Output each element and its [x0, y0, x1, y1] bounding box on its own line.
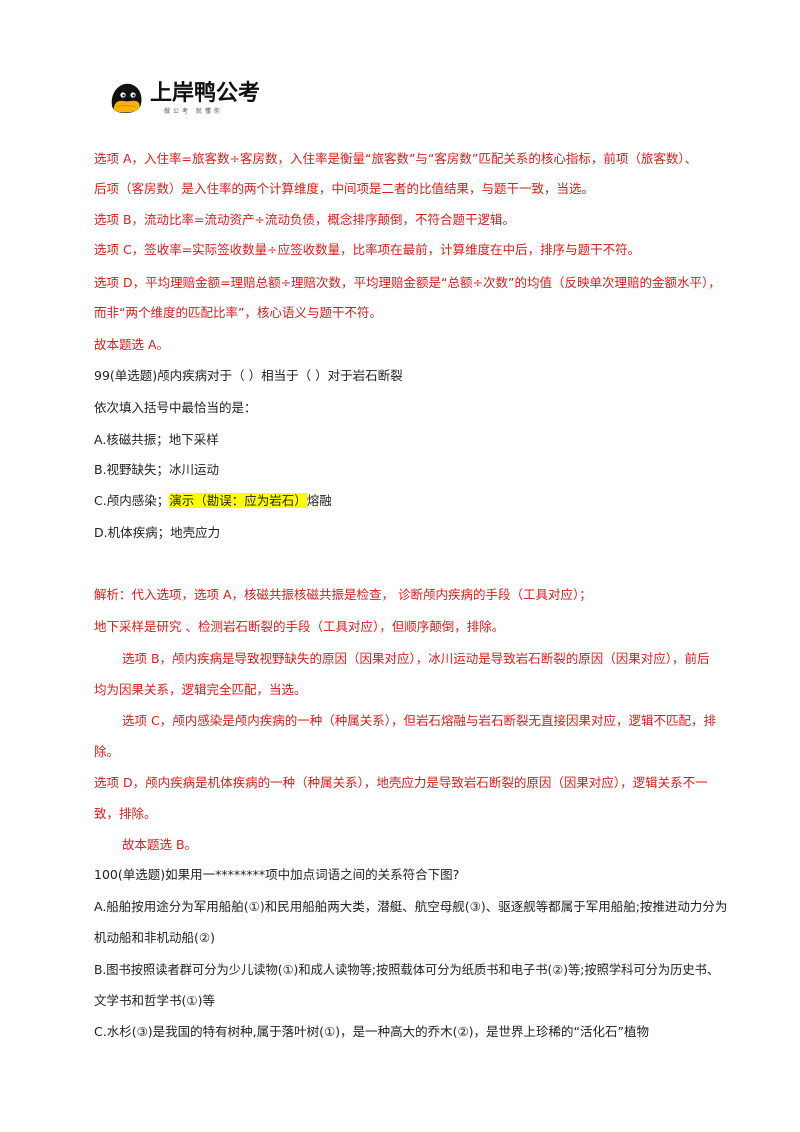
question-100-stem: 100(单选题)如果用一********项中加点词语之间的关系符合下图? — [94, 867, 460, 882]
q99-answer-line: 除。 — [94, 744, 120, 759]
q99-answer-line: 解析：代入选项，选项 A，核磁共振核磁共振是检查， 诊断颅内疾病的手段（工具对应… — [94, 587, 592, 602]
logo-title: 上岸鸭公考 — [150, 81, 261, 106]
question-100-option-b-cont: 文学书和哲学书(①)等 — [94, 993, 215, 1008]
question-99-option-c: C.颅内感染；演示（勘误：应为岩石）熔融 — [94, 492, 332, 510]
question-99-stem: 99(单选题)颅内疾病对于（ ）相当于（ ）对于岩石断裂 — [94, 368, 403, 383]
q99-answer-line: 选项 D，颅内疾病是机体疾病的一种（种属关系），地壳应力是导致岩石断裂的原因（因… — [94, 775, 708, 790]
question-100-option-c: C.水杉(③)是我国的特有树种,属于落叶树(①)，是一种高大的乔木(②)，是世界… — [94, 1024, 650, 1039]
prev-answer-line: 后项（客房数）是入住率的两个计算维度，中间项是二者的比值结果，与题干一致，当选。 — [94, 181, 595, 196]
brand-logo: 上岸鸭公考 做公考 就懂你 — [106, 72, 266, 122]
q99-answer-line: 均为因果关系，逻辑完全匹配，当选。 — [94, 682, 307, 697]
logo-subtitle: 做公考 就懂你 — [164, 108, 223, 115]
q99-answer-line: 选项 B，颅内疾病是导致视野缺失的原因（因果对应），冰川运动是导致岩石断裂的原因… — [122, 651, 710, 666]
prev-answer-conclusion: 故本题选 A。 — [94, 337, 170, 352]
question-99-instruction: 依次填入括号中最恰当的是： — [94, 400, 257, 415]
question-100-option-b: B.图书按照读者群可分为少儿读物(①)和成人读物等;按照载体可分为纸质书和电子书… — [94, 963, 720, 977]
question-99-option-d: D.机体疾病；地壳应力 — [94, 525, 221, 540]
question-99-option-b: B.视野缺失；冰川运动 — [94, 462, 220, 477]
option-c-erratum-highlight: 演示（勘误：应为岩石） — [169, 493, 307, 508]
option-c-prefix: C.颅内感染； — [94, 493, 170, 508]
question-99-option-a: A.核磁共振；地下采样 — [94, 432, 219, 447]
prev-answer-line: 选项 D，平均理赔金额=理赔总额÷理赔次数，平均理赔金额是“总额÷次数”的均值（… — [94, 275, 721, 290]
duck-logo-icon — [111, 83, 142, 113]
q99-answer-line: 选项 C，颅内感染是颅内疾病的一种（种属关系），但岩石熔融与岩石断裂无直接因果对… — [122, 713, 716, 728]
prev-answer-line: 选项 B，流动比率=流动资产÷流动负债，概念排序颠倒，不符合题干逻辑。 — [94, 212, 515, 227]
prev-answer-line: 选项 A，入住率=旅客数÷客房数，入住率是衡量“旅客数”与“客房数”匹配关系的核… — [94, 151, 698, 166]
question-100-option-a-cont: 机动船和非机动船(②) — [94, 930, 215, 945]
prev-answer-line: 而非“两个维度的匹配比率”，核心语义与题干不符。 — [94, 305, 382, 320]
q99-answer-line: 地下采样是研究 、检测岩石断裂的手段（工具对应），但顺序颠倒，排除。 — [94, 619, 505, 634]
prev-answer-line: 选项 C，签收率=实际签收数量÷应签收数量，比率项在最前，计算维度在中后，排序与… — [94, 242, 641, 257]
question-100-option-a: A.船舶按用途分为军用船舶(①)和民用船舶两大类，潜艇、航空母舰(③)、驱逐舰等… — [94, 899, 728, 914]
q99-answer-line: 致，排除。 — [94, 806, 157, 821]
option-c-suffix: 熔融 — [306, 493, 332, 508]
q99-answer-conclusion: 故本题选 B。 — [122, 837, 198, 852]
